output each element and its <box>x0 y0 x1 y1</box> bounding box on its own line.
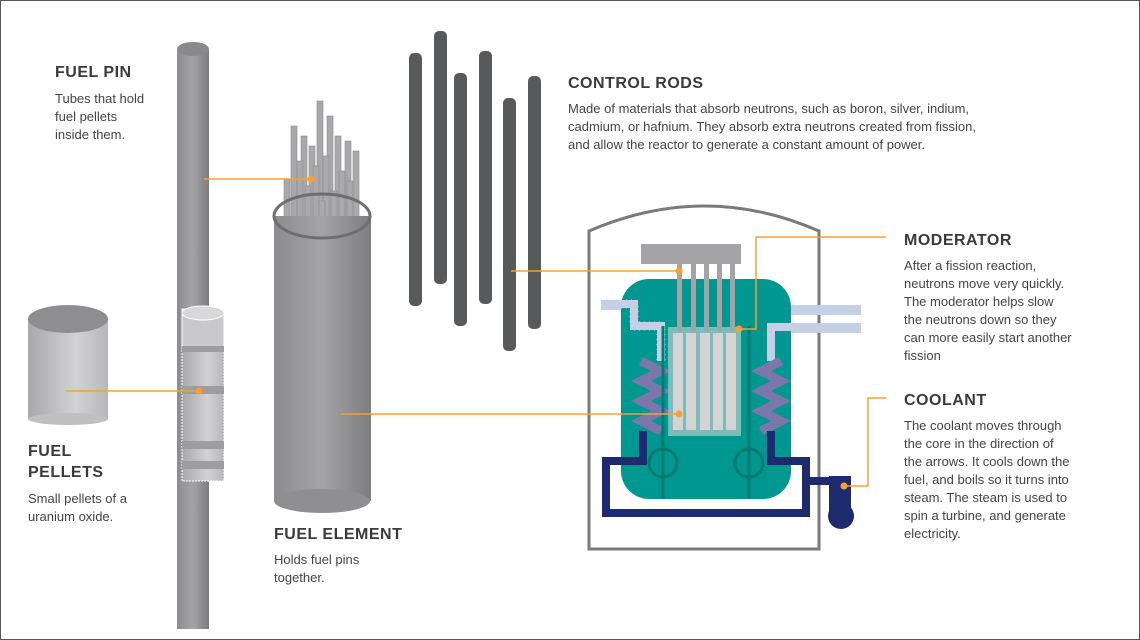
leader-lines <box>66 178 886 487</box>
fuel-pellet-illustration <box>28 305 108 425</box>
moderator-text: The moderator helps slow <box>904 294 1054 309</box>
coolant-title: COOLANT <box>904 392 987 409</box>
coolant-text: fuel, and boils so it turns into <box>904 472 1069 487</box>
fuel-pellets-text: uranium oxide. <box>28 509 114 524</box>
control-rods-text: Made of materials that absorb neutrons, … <box>568 101 970 116</box>
fuel-pin-title: FUEL PIN <box>55 64 132 81</box>
coolant-text: the core in the direction of <box>904 436 1054 451</box>
fuel-pin-text: Tubes that hold <box>55 91 145 106</box>
moderator-text: can more easily start another <box>904 330 1072 345</box>
fuel-element-text: together. <box>274 570 325 585</box>
moderator-title: MODERATOR <box>904 232 1012 249</box>
control-rods-title: CONTROL RODS <box>568 75 704 92</box>
moderator-text: After a fission reaction, <box>904 258 1037 273</box>
moderator-text: the neutrons down so they <box>904 312 1057 327</box>
control-rods-text: and allow the reactor to generate a cons… <box>568 137 926 152</box>
fuel-element-text: Holds fuel pins <box>274 552 360 567</box>
fuel-element-title: FUEL ELEMENT <box>274 526 403 543</box>
fuel-pin-text: fuel pellets <box>55 109 118 124</box>
reactor-illustration <box>587 204 861 551</box>
fuel-pellets-title: FUEL <box>28 443 72 460</box>
fuel-pellets-title: PELLETS <box>28 464 104 481</box>
fuel-pellets-text: Small pellets of a <box>28 491 127 506</box>
coolant-text: The coolant moves through <box>904 418 1062 433</box>
fuel-pin-illustration <box>177 42 225 629</box>
coolant-text: spin a turbine, and generate <box>904 508 1066 523</box>
fuel-pin-text: inside them. <box>55 127 126 142</box>
moderator-text: fission <box>904 348 941 363</box>
control-rods-text: cadmium, or hafnium. They absorb extra n… <box>568 119 977 134</box>
control-rods-illustration <box>409 31 541 351</box>
fuel-element-illustration <box>272 100 372 513</box>
coolant-text: the arrows. It cools down the <box>904 454 1070 469</box>
moderator-text: neutrons move very quickly. <box>904 276 1065 291</box>
coolant-text: steam. The steam is used to <box>904 490 1068 505</box>
coolant-text: electricity. <box>904 526 961 541</box>
